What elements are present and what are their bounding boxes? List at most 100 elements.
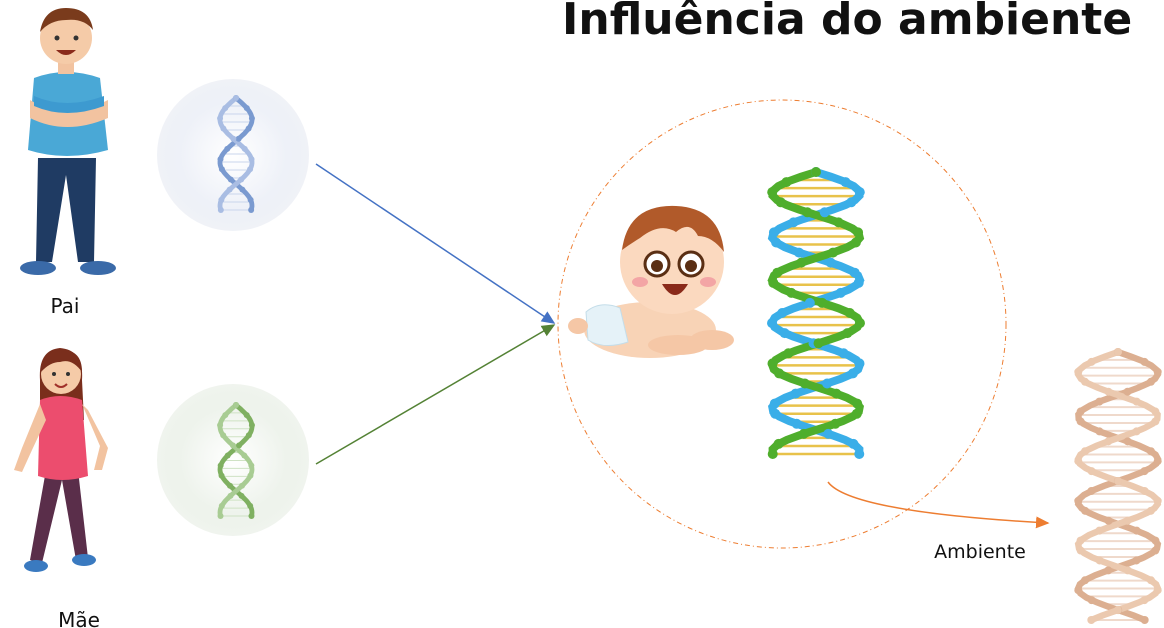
dna-bead — [838, 348, 849, 359]
baby-figure — [568, 205, 734, 358]
dna-bead — [840, 177, 851, 188]
dna-bead — [796, 257, 807, 268]
dna-bead — [217, 462, 224, 469]
dna-bead — [772, 267, 783, 278]
dna-bead — [245, 125, 252, 132]
dna-bead — [844, 308, 855, 318]
dna-bead — [1076, 417, 1085, 426]
dna-bead — [218, 166, 225, 173]
dna-bead — [217, 513, 224, 519]
dna-bead — [233, 402, 239, 408]
dna-bead — [1123, 516, 1132, 525]
dna-bead — [222, 412, 229, 419]
dna-bead — [788, 217, 799, 228]
dna-bead — [851, 408, 862, 419]
dna-bead — [1140, 486, 1149, 495]
dna-bead — [775, 197, 786, 208]
dna-bead — [1074, 367, 1083, 376]
dna-icon — [1074, 348, 1162, 624]
dna-bead — [811, 167, 821, 177]
dna-bead — [1095, 556, 1104, 565]
dna-bead — [224, 452, 231, 459]
environment-label: Ambiente — [934, 541, 1026, 563]
dna-bead — [767, 318, 778, 329]
dna-bead — [853, 277, 864, 288]
dna-bead — [241, 452, 248, 459]
dna-bead — [248, 156, 255, 163]
dna-bead — [1095, 526, 1104, 535]
dna-bead — [835, 287, 846, 298]
dna-bead — [1076, 536, 1085, 545]
dna-bead — [798, 428, 809, 439]
dna-bead — [850, 237, 861, 248]
dna-bead — [1151, 536, 1160, 545]
page-title: Influência do ambiente — [562, 0, 1133, 45]
dna-bead — [1104, 437, 1113, 446]
dna-bead — [217, 207, 224, 213]
dna-bead — [224, 145, 231, 152]
dna-bead — [1074, 586, 1083, 595]
dna-bead — [248, 115, 255, 122]
dna-bead — [1123, 566, 1132, 575]
dna-bead — [233, 95, 239, 101]
mother-dna-bubble — [157, 384, 309, 536]
father-figure — [20, 8, 116, 275]
dna-bead — [1123, 387, 1132, 396]
dna-bead — [222, 105, 229, 112]
dna-bead — [773, 438, 784, 449]
dna-bead — [769, 398, 780, 409]
dna-bead — [220, 125, 227, 132]
dna-bead — [846, 197, 857, 208]
dna-bead — [1140, 357, 1149, 366]
dna-bead — [786, 287, 797, 298]
dna-bead — [1132, 427, 1141, 436]
dna-bead — [777, 308, 788, 318]
dna-bead — [768, 227, 779, 238]
dna-bead — [827, 247, 838, 258]
dna-bead — [1087, 596, 1096, 605]
dna-bead — [1140, 596, 1149, 605]
dna-bead — [767, 449, 778, 459]
dna-bead — [248, 207, 255, 213]
dna-bead — [848, 438, 859, 449]
mother-arrow — [315, 324, 556, 465]
dna-bead — [1074, 457, 1083, 466]
dna-bead — [1076, 546, 1085, 555]
dna-icon — [767, 167, 865, 459]
dna-bead — [790, 388, 801, 399]
dna-bead — [239, 186, 246, 193]
dna-bead — [1095, 427, 1104, 436]
dna-bead — [1146, 447, 1155, 456]
dna-bead — [235, 135, 242, 142]
dna-bead — [767, 187, 778, 198]
dna-bead — [227, 492, 234, 499]
dna-bead — [817, 297, 828, 308]
father-dna-bubble — [157, 79, 309, 231]
dna-bead — [217, 115, 224, 122]
dna-bead — [1087, 357, 1096, 366]
dna-bead — [823, 428, 834, 439]
dna-bead — [226, 186, 233, 193]
dna-bead — [1080, 576, 1089, 585]
dna-bead — [236, 442, 243, 449]
dna-bead — [802, 207, 813, 218]
dna-bead — [1151, 546, 1160, 555]
dna-bead — [1132, 397, 1141, 406]
dna-bead — [813, 338, 824, 349]
dna-bead — [218, 472, 225, 479]
environment-arrow — [827, 481, 1050, 529]
dna-bead — [248, 422, 255, 429]
dna-bead — [218, 502, 225, 509]
dna-bead — [799, 378, 810, 389]
dna-bead — [1087, 486, 1096, 495]
dna-bead — [825, 257, 836, 268]
dna-bead — [791, 418, 802, 429]
dna-bead — [1123, 437, 1132, 446]
dna-bead — [804, 297, 815, 308]
dna-bead — [767, 358, 778, 369]
dna-bead — [1114, 348, 1122, 356]
dna-bead — [243, 412, 250, 419]
dna-bead — [847, 368, 858, 379]
mother-label: Mãe — [58, 608, 100, 628]
